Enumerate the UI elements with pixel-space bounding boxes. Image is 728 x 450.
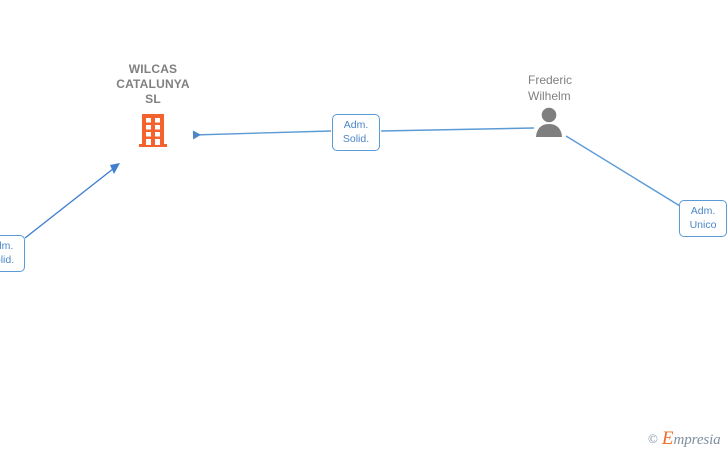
arrowhead-up-right-icon <box>110 163 120 174</box>
relation-label-adm-solid-offscreen[interactable]: Adm. Solid. <box>0 235 25 272</box>
building-icon <box>139 114 167 147</box>
copyright-icon: © <box>648 431 658 446</box>
brand-initial: E <box>661 428 674 449</box>
relation-label-adm-unico[interactable]: Adm. Unico <box>679 200 727 237</box>
person-avatar-icon <box>536 107 562 137</box>
brand-wordmark: Empresia <box>662 428 721 450</box>
watermark: © Empresia <box>648 428 721 450</box>
edge-offscreen-to-company <box>24 164 119 239</box>
node-company[interactable]: WILCAS CATALUNYA SL <box>93 62 213 148</box>
edge-label-to-company <box>192 130 332 140</box>
node-person[interactable]: Frederic Wilhelm <box>528 72 648 137</box>
relation-label-adm-solid[interactable]: Adm. Solid. <box>332 114 380 151</box>
company-name-label: WILCAS CATALUNYA SL <box>116 62 190 106</box>
edge-person-to-unico <box>565 135 681 207</box>
person-name-label: Frederic Wilhelm <box>528 73 573 103</box>
edge-person-to-label <box>380 127 535 132</box>
brand-rest: mpresia <box>673 432 721 448</box>
